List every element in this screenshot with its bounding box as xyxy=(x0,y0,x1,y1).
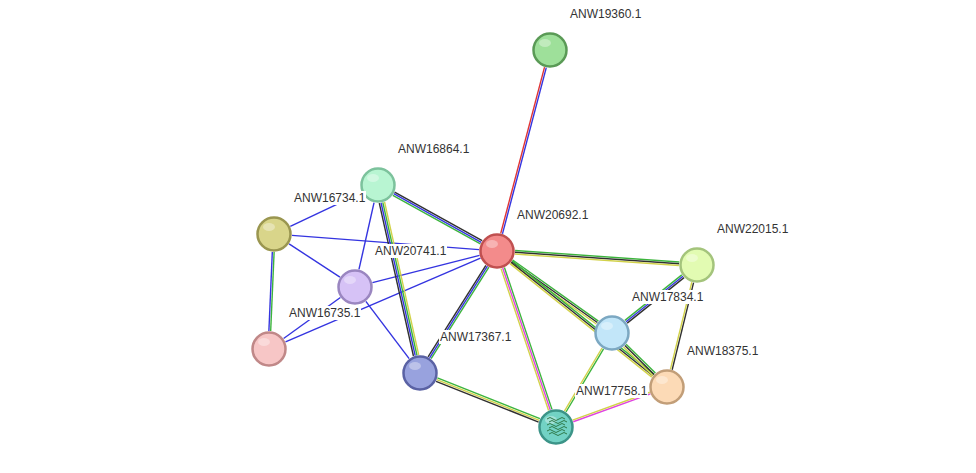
evidence-strand xyxy=(366,301,409,358)
node-disc xyxy=(596,317,629,350)
node-disc xyxy=(681,249,714,282)
protein-node: ANW18375.1 xyxy=(649,369,685,405)
node-highlight xyxy=(344,276,356,284)
evidence-strand xyxy=(379,203,413,356)
node-disc xyxy=(540,411,573,444)
evidence-strand xyxy=(381,203,415,356)
protein-node: ANW16735.1 xyxy=(251,331,287,367)
evidence-strand xyxy=(430,266,488,358)
node-disc xyxy=(258,218,291,251)
interaction-edge xyxy=(428,265,489,358)
interaction-edge xyxy=(436,378,540,422)
structure-strand xyxy=(547,418,565,421)
structure-strand xyxy=(547,424,565,427)
protein-node: ANW20692.1 xyxy=(479,233,515,269)
evidence-strand xyxy=(372,255,479,282)
structure-strand xyxy=(549,421,567,424)
node-label: ANW19360.1 xyxy=(569,7,642,21)
node-highlight xyxy=(686,254,698,262)
node-highlight xyxy=(409,362,421,370)
protein-node: ANW17367.1 xyxy=(402,355,438,391)
structure-strand xyxy=(549,433,567,436)
node-disc xyxy=(339,271,372,304)
node-circle xyxy=(538,409,574,445)
node-circle xyxy=(402,355,438,391)
structure-strand xyxy=(547,430,565,433)
node-circle xyxy=(337,269,373,305)
node-highlight xyxy=(601,322,613,330)
evidence-strand xyxy=(513,260,599,321)
evidence-strand xyxy=(626,344,655,373)
node-highlight xyxy=(258,338,270,346)
evidence-strand xyxy=(566,349,604,412)
protein-node: ANW16734.1 xyxy=(256,216,292,252)
node-label: ANW17367.1 xyxy=(439,330,512,344)
evidence-strand xyxy=(431,267,489,359)
interaction-edge xyxy=(359,203,374,270)
evidence-strand xyxy=(573,394,650,422)
evidence-strand xyxy=(625,346,654,375)
interaction-edge xyxy=(269,252,274,331)
interaction-edge xyxy=(366,301,409,358)
evidence-strand xyxy=(289,244,340,277)
evidence-strand xyxy=(624,347,653,376)
interaction-edge xyxy=(515,250,679,265)
evidence-strand xyxy=(269,252,272,331)
node-circle xyxy=(256,216,292,252)
interaction-edge xyxy=(372,255,479,282)
node-label: ANW17834.1 xyxy=(631,290,704,304)
node-disc xyxy=(253,333,286,366)
node-highlight xyxy=(367,174,379,182)
node-highlight xyxy=(539,39,551,47)
node-highlight xyxy=(263,223,275,231)
evidence-strand xyxy=(394,194,482,243)
node-disc xyxy=(481,235,514,268)
node-label: ANW20741.1 xyxy=(374,244,447,258)
node-disc xyxy=(404,357,437,390)
evidence-strand xyxy=(393,195,481,244)
node-label: ANW18375.1 xyxy=(686,344,759,358)
node-disc xyxy=(651,371,684,404)
protein-node: ANW20741.1 xyxy=(337,269,373,305)
interaction-edge xyxy=(564,348,603,412)
evidence-strand xyxy=(437,378,540,419)
node-circle xyxy=(594,315,630,351)
interaction-edge xyxy=(624,344,656,375)
evidence-strand xyxy=(564,348,602,411)
interaction-edge xyxy=(289,244,340,277)
node-highlight xyxy=(486,240,498,248)
interaction-edge xyxy=(393,192,482,244)
protein-structure xyxy=(547,418,567,436)
protein-node: ANW17834.1 xyxy=(594,315,630,351)
node-label: ANW22015.1 xyxy=(716,222,789,236)
protein-node: ANW17758.1 xyxy=(538,409,574,445)
node-label: ANW20692.1 xyxy=(516,208,589,222)
evidence-strand xyxy=(383,202,417,355)
node-circle xyxy=(649,369,685,405)
evidence-strand xyxy=(437,380,540,421)
node-circle xyxy=(679,247,715,283)
node-label: ANW17758.1 xyxy=(575,384,648,398)
evidence-strand xyxy=(395,192,483,241)
node-disc xyxy=(534,34,567,67)
node-circle xyxy=(479,233,515,269)
node-highlight xyxy=(656,376,668,384)
protein-node: ANW22015.1 xyxy=(679,247,715,283)
node-disc xyxy=(362,169,395,202)
node-circle xyxy=(251,331,287,367)
node-label: ANW16734.1 xyxy=(293,191,366,205)
evidence-strand xyxy=(515,252,679,263)
evidence-strand xyxy=(359,203,374,270)
node-label: ANW16864.1 xyxy=(397,142,470,156)
node-label: ANW16735.1 xyxy=(288,306,361,320)
interaction-edge xyxy=(379,202,418,356)
evidence-strand xyxy=(436,381,539,422)
node-circle xyxy=(532,32,568,68)
protein-node: ANW19360.1 xyxy=(532,32,568,68)
evidence-strand xyxy=(512,261,654,375)
evidence-strand xyxy=(515,254,679,265)
structure-strand xyxy=(549,427,567,430)
